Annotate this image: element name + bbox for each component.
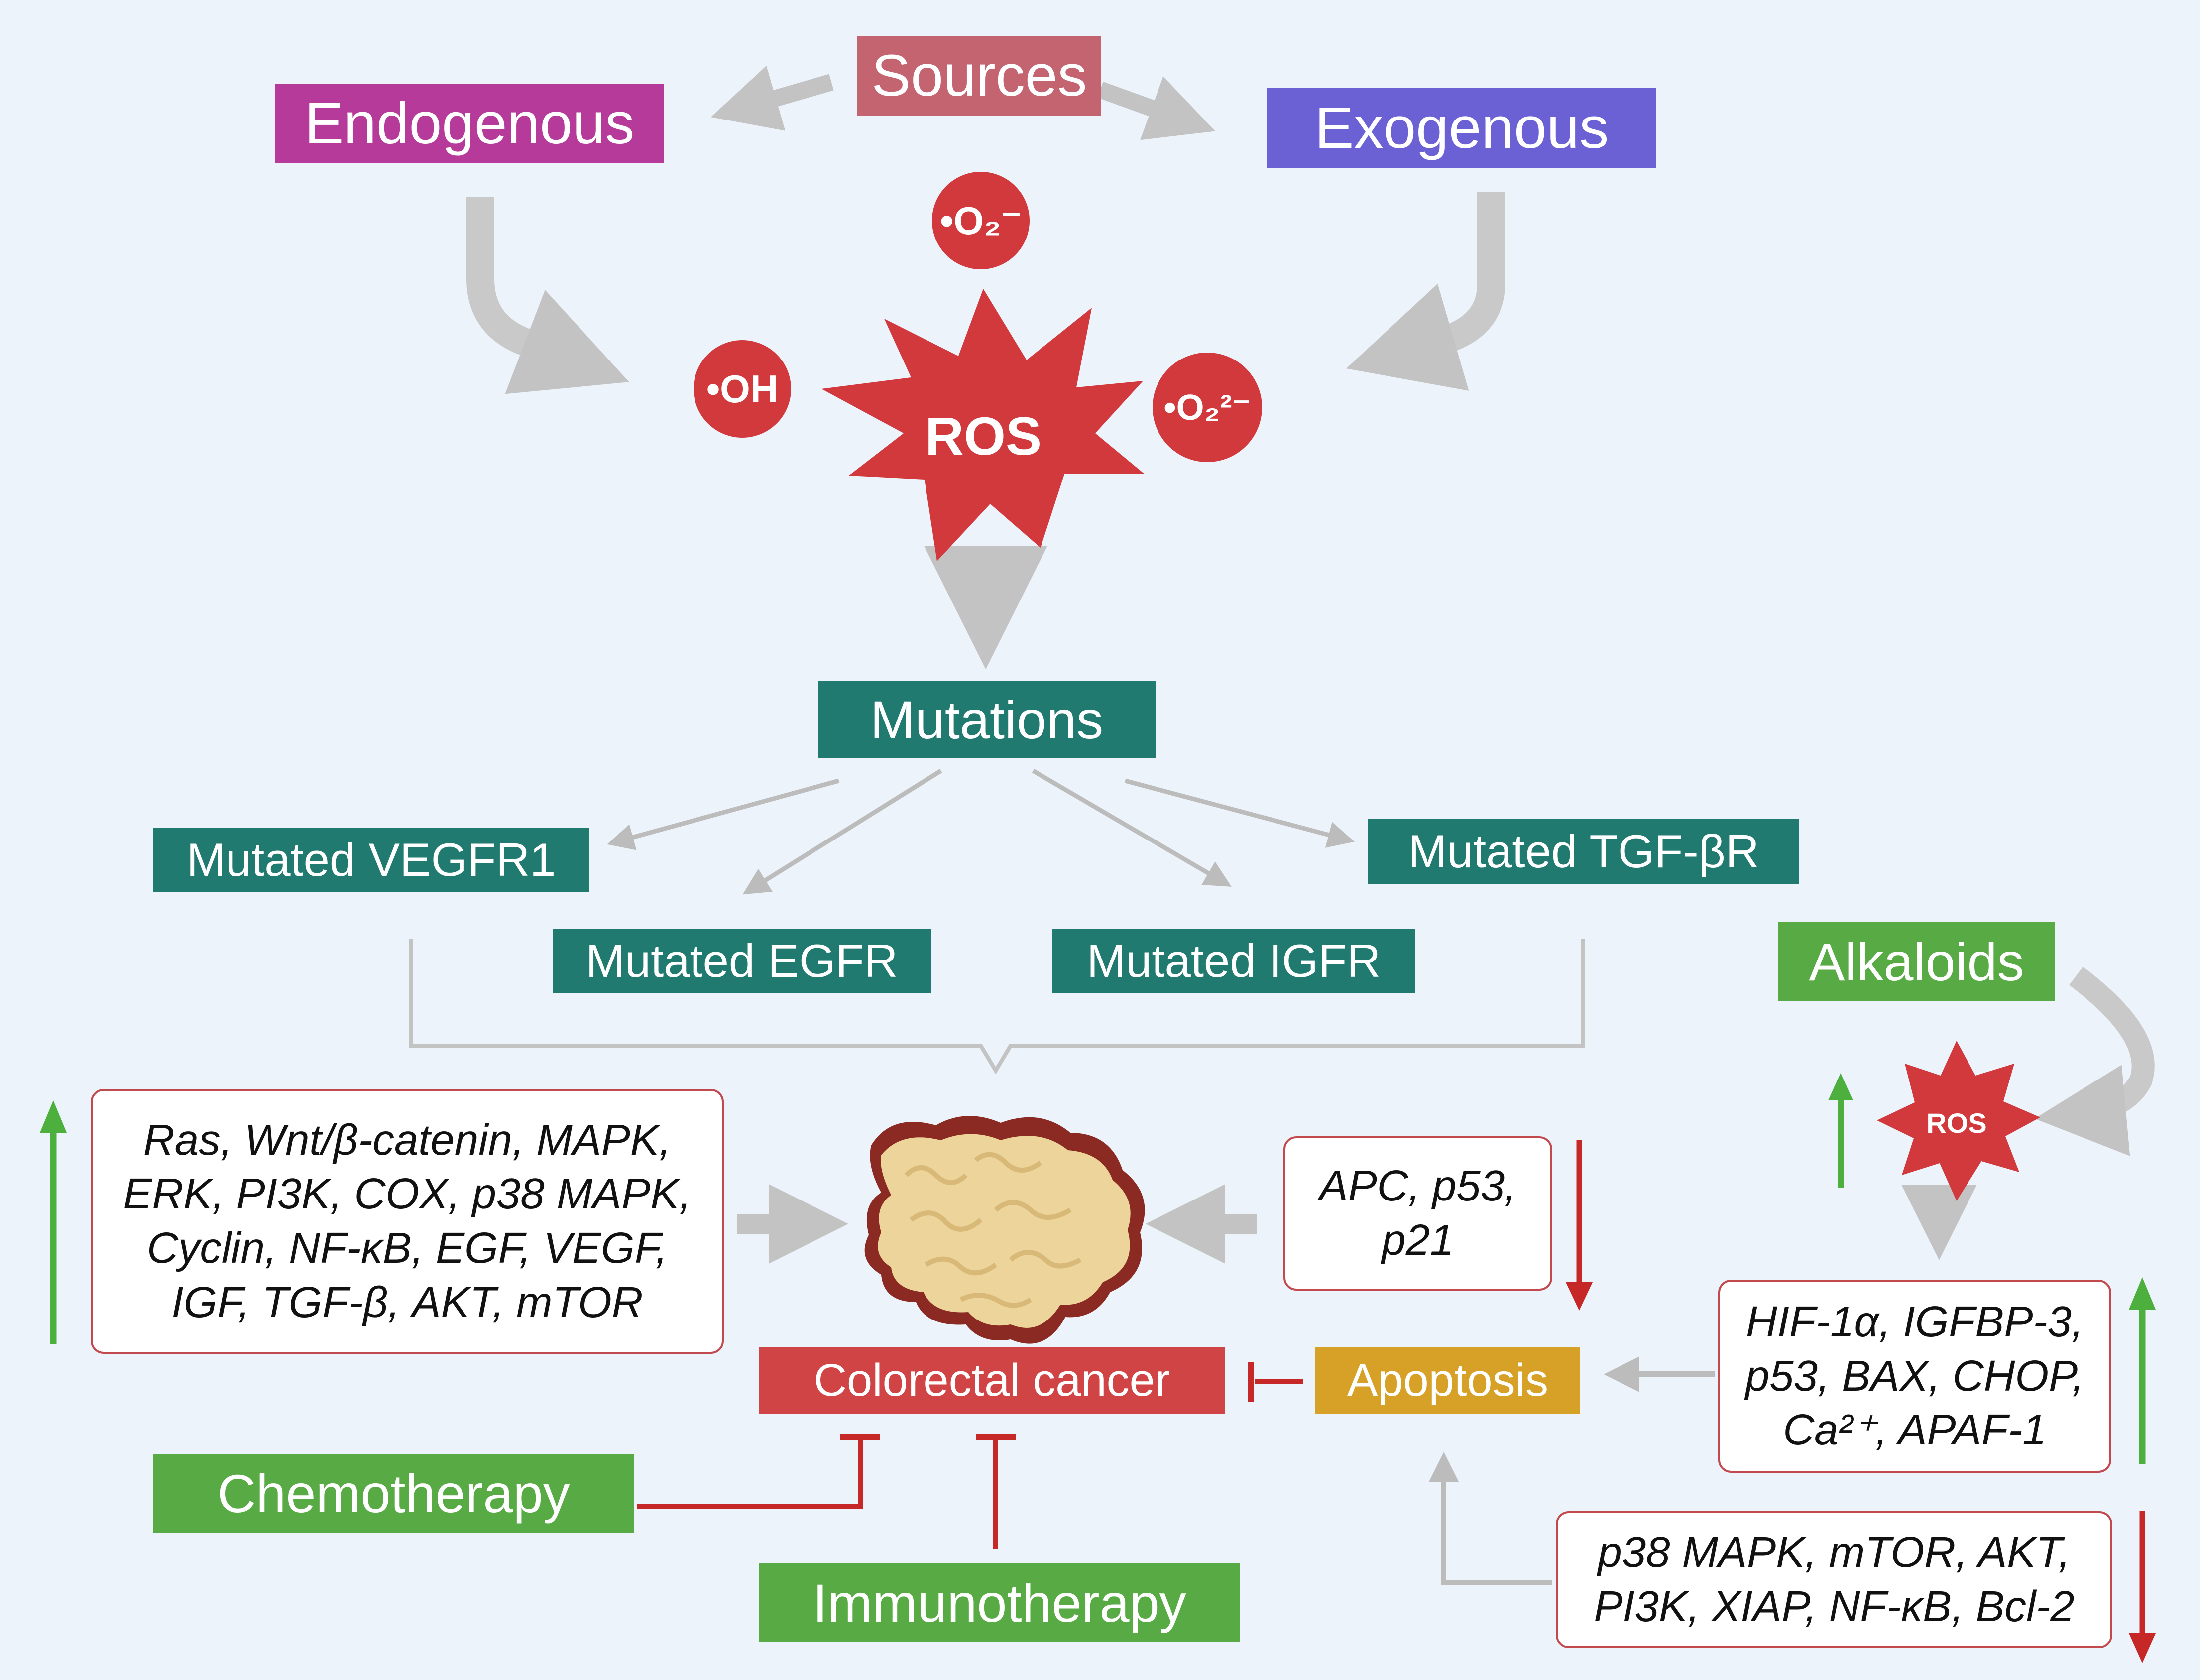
arrow-exogenous-to-ros [1346, 192, 1505, 391]
mutated-tgfbr-label: Mutated TGF-βR [1408, 825, 1759, 877]
endogenous-box: Endogenous [275, 84, 664, 163]
arrow-to-tgfbr [1124, 778, 1355, 848]
alkaloid-upregulated-text: HIF-1α, IGFBP-3, p53, BAX, CHOP, Ca²⁺, A… [1745, 1297, 2084, 1454]
suppressors-text: APC, p53, p21 [1319, 1162, 1517, 1264]
superoxide-label: •O₂⁻ [940, 198, 1022, 242]
exogenous-label: Exogenous [1314, 95, 1609, 161]
arrow-sources-to-endogenous [710, 65, 834, 131]
arrow-alkaloids-to-ros [2034, 966, 2155, 1156]
alkaloid-upregulated-box: HIF-1α, IGFBP-3, p53, BAX, CHOP, Ca²⁺, A… [1718, 1280, 2111, 1473]
chemotherapy-box: Chemotherapy [153, 1454, 634, 1533]
mutated-egfr-box: Mutated EGFR [553, 929, 931, 993]
apoptosis-label: Apoptosis [1347, 1355, 1549, 1406]
up-arrow-left-head [40, 1100, 67, 1133]
mutated-tgfbr-box: Mutated TGF-βR [1368, 819, 1799, 884]
ros-main-label: ROS [925, 405, 1042, 466]
hydroxyl-radical: •OH [694, 340, 791, 438]
mutated-igfr-box: Mutated IGFR [1052, 929, 1415, 993]
sources-box: Sources [857, 36, 1101, 116]
mutations-bracket [409, 939, 1585, 1075]
mutated-igfr-label: Mutated IGFR [1086, 935, 1381, 987]
mutated-vegfr1-box: Mutated VEGFR1 [153, 828, 589, 892]
suppressors-box: APC, p53, p21 [1283, 1136, 1552, 1291]
arrow-sources-to-exogenous [1097, 76, 1216, 140]
apoptosis-box: Apoptosis [1315, 1347, 1580, 1414]
mutations-box: Mutations [818, 681, 1156, 758]
hydroxyl-label: •OH [706, 366, 779, 411]
alkaloids-label: Alkaloids [1809, 931, 2024, 992]
colorectal-cancer-box: Colorectal cancer [759, 1347, 1225, 1414]
upregulated-pathways-text: Ras, Wnt/β-catenin, MAPK, ERK, PI3K, COX… [123, 1115, 692, 1326]
mutations-label: Mutations [870, 690, 1104, 750]
arrow-endogenous-to-ros [466, 197, 629, 394]
alkaloid-downregulated-text: p38 MAPK, mTOR, AKT, PI3K, XIAP, NF-κB, … [1594, 1528, 2075, 1631]
peroxide-label: •O₂²⁻ [1163, 388, 1251, 428]
mutated-vegfr1-label: Mutated VEGFR1 [186, 834, 556, 886]
endogenous-label: Endogenous [304, 91, 635, 156]
arrow-to-vegfr1 [607, 778, 840, 850]
up-arrow-ros-head [1828, 1073, 1853, 1100]
colorectal-cancer-label: Colorectal cancer [813, 1355, 1170, 1406]
ros-main-star [821, 289, 1145, 561]
down-arrow-right-head [2129, 1633, 2156, 1663]
immunotherapy-label: Immunotherapy [812, 1572, 1186, 1633]
arrow-downregulated-to-apoptosis [1429, 1452, 1552, 1585]
arrow-to-igfr [1032, 769, 1232, 887]
down-arrow-suppressors-head [1566, 1282, 1593, 1311]
exogenous-box: Exogenous [1267, 88, 1656, 168]
chemotherapy-label: Chemotherapy [217, 1463, 570, 1524]
alkaloids-box: Alkaloids [1778, 922, 2055, 1001]
upregulated-pathways-box: Ras, Wnt/β-catenin, MAPK, ERK, PI3K, COX… [91, 1089, 724, 1354]
inhibit-chemotherapy [637, 1439, 863, 1509]
ros-alkaloid-label: ROS [1926, 1107, 1987, 1139]
peroxide-radical: •O₂²⁻ [1153, 353, 1262, 462]
arrow-to-egfr [742, 769, 942, 895]
sources-label: Sources [871, 43, 1087, 109]
ros-alkaloid-star [1877, 1041, 2040, 1201]
alkaloid-downregulated-box: p38 MAPK, mTOR, AKT, PI3K, XIAP, NF-κB, … [1556, 1511, 2112, 1648]
mutated-egfr-label: Mutated EGFR [585, 935, 898, 987]
tumor-illustration [864, 1116, 1145, 1344]
up-arrow-right-head [2129, 1277, 2156, 1310]
immunotherapy-box: Immunotherapy [759, 1563, 1240, 1642]
superoxide-radical: •O₂⁻ [932, 172, 1030, 269]
